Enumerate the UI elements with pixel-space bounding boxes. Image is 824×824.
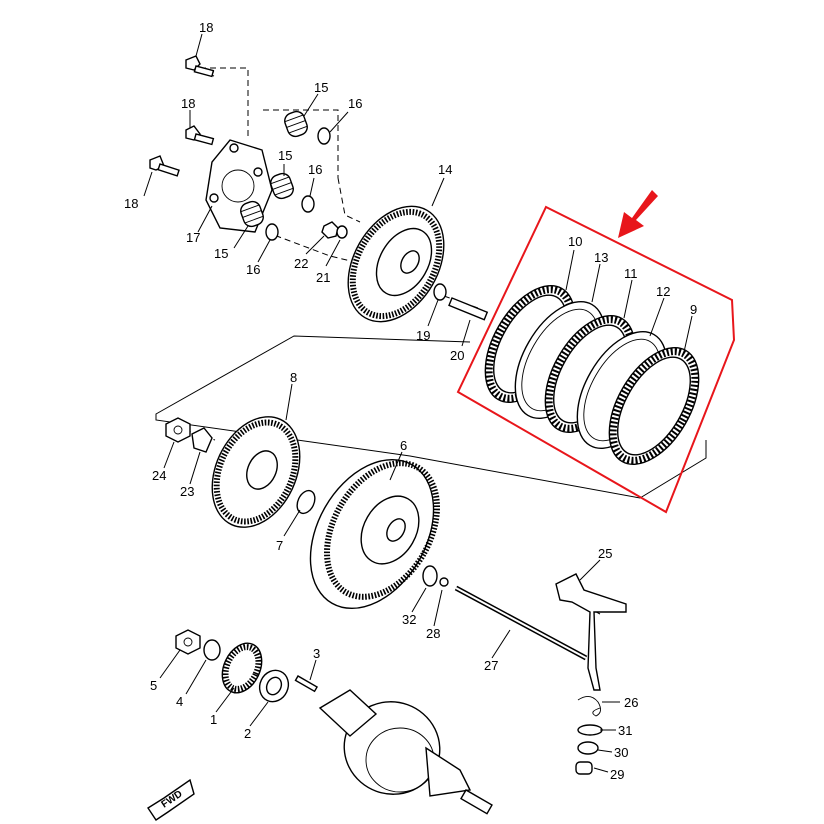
callout-26: 26 <box>624 695 638 710</box>
part-24-nut <box>165 417 191 443</box>
part-21-washer <box>336 225 348 239</box>
callout-9: 9 <box>690 302 697 317</box>
part-30-oil-seal <box>577 741 599 755</box>
part-15-springs <box>240 110 308 228</box>
callout-18: 18 <box>199 20 213 35</box>
part-19-washer <box>433 283 447 301</box>
part-20-push-rod <box>448 297 489 321</box>
callout-labels: 18 18 18 15 16 15 16 17 15 16 14 22 21 1… <box>124 20 697 782</box>
part-5-nut <box>175 629 201 655</box>
callout-20: 20 <box>450 348 464 363</box>
part-31-circlip <box>577 724 603 736</box>
part-32-washer <box>422 565 438 587</box>
callout-7: 7 <box>276 538 283 553</box>
part-8-primary-driven-gear-plate <box>211 416 301 528</box>
callout-15: 15 <box>214 246 228 261</box>
part-28-ball <box>439 577 449 587</box>
callout-15: 15 <box>314 80 328 95</box>
callout-15: 15 <box>278 148 292 163</box>
callout-27: 27 <box>484 658 498 673</box>
callout-11: 11 <box>624 266 638 281</box>
callout-21: 21 <box>316 270 330 285</box>
callout-16: 16 <box>308 162 322 177</box>
part-3-key <box>294 675 319 693</box>
part-7-ring <box>296 489 316 515</box>
part-26-spring <box>577 696 601 717</box>
part-9-friction-plate <box>608 347 700 465</box>
callout-14: 14 <box>438 162 452 177</box>
callout-18: 18 <box>181 96 195 111</box>
callout-18: 18 <box>124 196 138 211</box>
part-23-lock-washer <box>191 427 213 453</box>
part-22-nut <box>321 221 339 239</box>
clutch-plate-group <box>484 285 700 465</box>
crankshaft <box>318 689 493 815</box>
part-6-clutch-housing <box>309 458 440 610</box>
callout-25: 25 <box>598 546 612 561</box>
callout-5: 5 <box>150 678 157 693</box>
callout-8: 8 <box>290 370 297 385</box>
fwd-indicator: FWD <box>147 778 195 821</box>
callout-3: 3 <box>313 646 320 661</box>
callout-10: 10 <box>568 234 582 249</box>
callout-22: 22 <box>294 256 308 271</box>
part-2-spacer <box>258 669 290 703</box>
callout-16: 16 <box>348 96 362 111</box>
callout-1: 1 <box>210 712 217 727</box>
part-29-bushing <box>575 761 593 775</box>
callout-23: 23 <box>180 484 194 499</box>
callout-17: 17 <box>186 230 200 245</box>
callout-4: 4 <box>176 694 183 709</box>
callout-32: 32 <box>402 612 416 627</box>
part-27-push-lever-shaft <box>454 585 588 661</box>
callout-13: 13 <box>594 250 608 265</box>
callout-6: 6 <box>400 438 407 453</box>
callout-28: 28 <box>426 626 440 641</box>
callout-12: 12 <box>656 284 670 299</box>
callout-31: 31 <box>618 723 632 738</box>
highlight-box <box>456 205 736 514</box>
callout-24: 24 <box>152 468 166 483</box>
part-16-washers <box>265 127 331 241</box>
part-14-clutch-boss <box>347 205 445 323</box>
callout-16: 16 <box>246 262 260 277</box>
callout-29: 29 <box>610 767 624 782</box>
part-25-push-lever <box>555 573 627 691</box>
highlight-arrow <box>618 190 658 238</box>
callout-2: 2 <box>244 726 251 741</box>
part-4-washer <box>203 639 221 661</box>
leader-lines <box>143 33 693 773</box>
callout-19: 19 <box>416 328 430 343</box>
callout-30: 30 <box>614 745 628 760</box>
part-18-bolts <box>149 55 215 177</box>
